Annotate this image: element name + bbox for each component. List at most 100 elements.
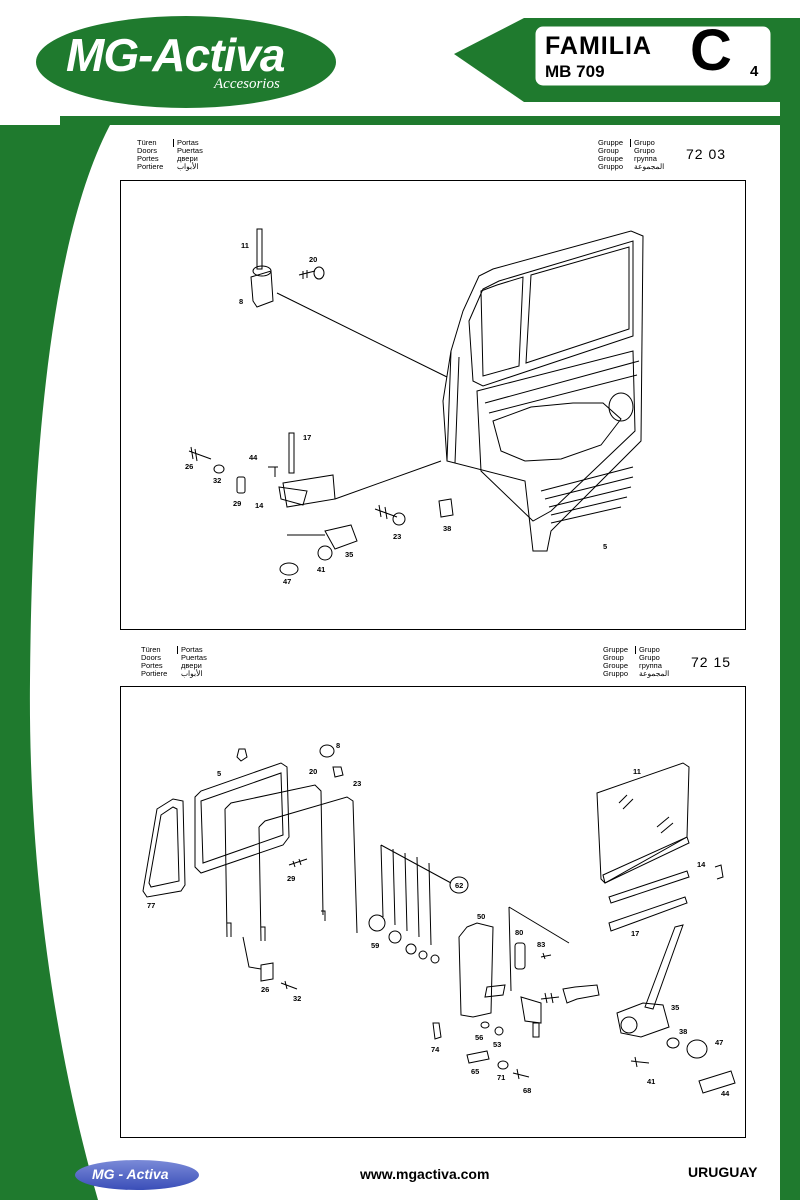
washer-38 <box>666 1037 680 1049</box>
leader-80 <box>508 906 570 992</box>
vent-handle <box>484 984 506 998</box>
brand-name: MG-Activa <box>66 29 285 81</box>
clip-5 <box>236 748 248 762</box>
part-label: 11 <box>633 767 641 776</box>
screw-41 <box>630 1056 650 1068</box>
group-lang-it: Gruppo <box>598 162 624 171</box>
group-lang-ar: المجموعة <box>639 669 670 678</box>
washer-71 <box>497 1060 509 1070</box>
clip-20 <box>332 766 344 778</box>
part-label: 62 <box>455 881 463 890</box>
pin-74 <box>432 1022 442 1040</box>
part-label: 14 <box>697 860 706 869</box>
leader-hinge-top <box>276 292 448 378</box>
title-lang-it: Portiere <box>141 669 168 678</box>
clip-38 <box>438 498 454 518</box>
group-lang-ar: المجموعة <box>634 162 665 171</box>
screw-29 <box>288 858 308 868</box>
section1-titles: Türen Doors Portes Portiere Portas Puert… <box>137 138 203 171</box>
hinge-plate-14 <box>282 474 336 508</box>
door-window-frame <box>468 240 634 387</box>
title-lang-es: Puertas <box>177 146 203 155</box>
window-glass-right <box>525 246 630 364</box>
title-lang-ru: двери <box>181 661 202 670</box>
window-glass-left <box>480 276 524 377</box>
group-lang-pt: Grupo <box>639 645 660 654</box>
bracket-80 <box>514 942 526 970</box>
window-channel-23 <box>258 796 358 942</box>
part-label: 35 <box>345 550 353 559</box>
title-lang-pt: Portas <box>181 645 203 654</box>
bolt-20 <box>298 270 316 279</box>
green-right-edge <box>780 20 800 1200</box>
part-label: 26 <box>261 985 269 994</box>
washer-47 <box>279 562 299 576</box>
family-number: 4 <box>750 63 759 80</box>
part-label: 17 <box>631 929 639 938</box>
screw-32 <box>280 980 298 990</box>
part-label: 8 <box>239 297 243 306</box>
group-lang-es: Grupo <box>634 146 655 155</box>
title-lang-ar: الأبواب <box>181 669 203 678</box>
title-lang-de: Türen <box>137 138 157 147</box>
diagram-panel-door-windows: 8 5 20 23 77 29 26 32 62 59 50 80 83 74 … <box>120 686 746 1138</box>
brand-logo <box>36 16 336 108</box>
check-strap-35 <box>324 524 358 550</box>
part-label: 29 <box>233 499 241 508</box>
title-lang-fr: Portes <box>141 661 163 670</box>
part-label: 20 <box>309 255 317 264</box>
quarter-window-77 <box>142 798 186 898</box>
title-lang-pt: Portas <box>177 138 199 147</box>
door-cutout-shape <box>492 402 622 462</box>
knob-small <box>388 930 402 944</box>
section2-titles: Türen Doors Portes Portiere Portas Puert… <box>141 645 207 678</box>
group-lang-en: Group <box>603 653 624 662</box>
part-label: 68 <box>523 1086 531 1095</box>
group-lang-en: Group <box>598 146 619 155</box>
part-label: 29 <box>287 874 295 883</box>
door-inner-panel <box>476 350 636 522</box>
washer-32 <box>213 464 225 474</box>
bushing-41 <box>317 545 333 561</box>
washer-20 <box>313 266 325 280</box>
hinge-pin-44 <box>268 466 278 477</box>
glass-reflection <box>618 794 674 834</box>
leader-hinge-bottom <box>334 460 442 500</box>
door-ribs <box>540 466 634 524</box>
channel-bottom-stubs <box>227 910 326 941</box>
nut-53 <box>494 1026 504 1036</box>
glass-channel-top <box>602 836 690 884</box>
cable-44 <box>698 1070 736 1094</box>
group-number: 72 03 <box>686 146 727 162</box>
footer-logo-text: MG - Activa <box>92 1166 169 1182</box>
handle-body <box>520 996 542 1024</box>
regulator-handle <box>562 984 600 1004</box>
part-label: 38 <box>679 1027 687 1036</box>
shim-29 <box>236 476 246 494</box>
title-lang-it: Portiere <box>137 162 164 171</box>
bracket-26 <box>260 962 274 982</box>
part-label: 14 <box>255 501 264 510</box>
part-label: 23 <box>353 779 361 788</box>
part-label: 41 <box>647 1077 655 1086</box>
knob-59 <box>368 914 386 932</box>
family-letter: C <box>690 18 732 83</box>
group-lang-pt: Grupo <box>634 138 655 147</box>
green-header-stripe <box>60 116 800 125</box>
part-label: 83 <box>537 940 545 949</box>
callout-62 <box>449 876 469 894</box>
door-outline <box>442 230 644 552</box>
part-label: 53 <box>493 1040 501 1049</box>
spring <box>540 992 560 1004</box>
leader-fan-62 <box>380 844 452 946</box>
family-label: FAMILIA <box>545 32 652 60</box>
title-lang-en: Doors <box>137 146 158 155</box>
footer-website-link[interactable]: www.mgactiva.com <box>360 1166 490 1182</box>
group-lang-fr: Groupe <box>603 661 629 670</box>
footer-country: URUGUAY <box>688 1164 758 1180</box>
part-label: 20 <box>309 767 317 776</box>
section1-group-header: Gruppe Group Groupe Gruppo Grupo Grupo г… <box>598 138 664 171</box>
window-channel-20 <box>224 784 324 938</box>
